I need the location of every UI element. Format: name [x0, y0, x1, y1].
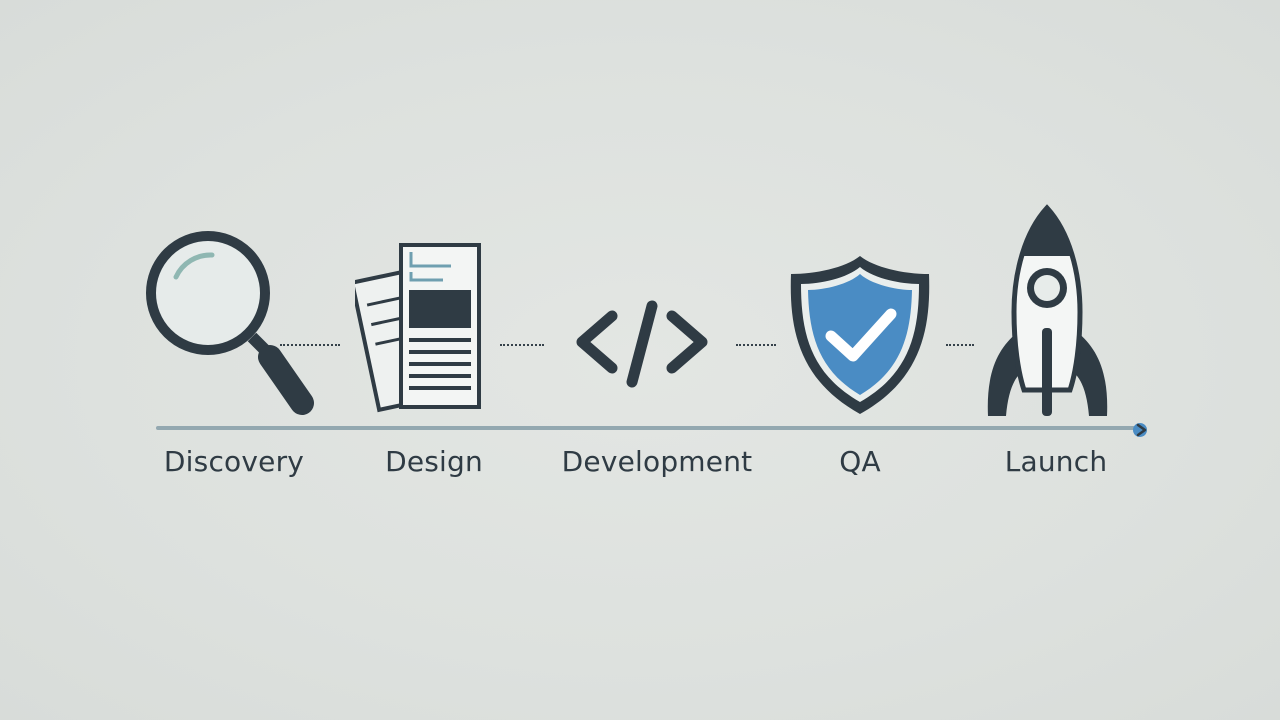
shield-check-icon [785, 250, 935, 420]
stage-label-qa: QA [839, 445, 881, 478]
timeline-end-icon [1130, 421, 1154, 443]
code-brackets-icon [570, 298, 715, 390]
timeline-line [156, 426, 1140, 430]
stage-label-development: Development [561, 445, 753, 478]
stage-label-discovery: Discovery [163, 445, 305, 478]
connector-dots [280, 344, 340, 346]
connector-dots [736, 344, 776, 346]
stage-label-launch: Launch [1004, 445, 1108, 478]
connector-dots [946, 344, 974, 346]
rocket-icon [980, 202, 1115, 422]
magnifying-glass-icon [140, 225, 325, 420]
connector-dots [500, 344, 544, 346]
documents-icon [355, 240, 490, 420]
stage-label-design: Design [385, 445, 483, 478]
